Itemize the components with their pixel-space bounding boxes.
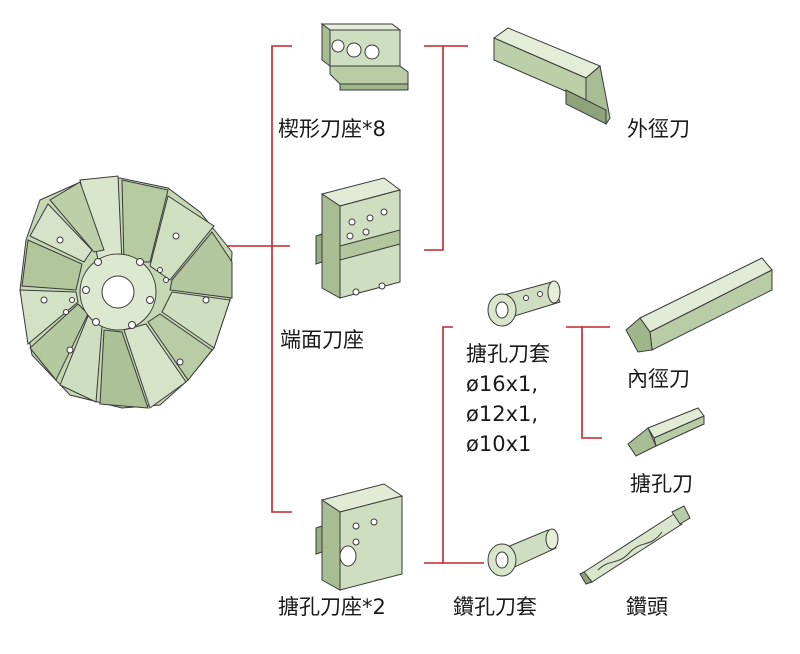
bracket-inner-tools: [566, 326, 602, 439]
inner-diameter-tool-icon: [625, 257, 773, 353]
label-boring-sleeve-size-16: ø16x1,: [466, 372, 539, 396]
bracket-outer-tool: [424, 45, 444, 251]
face-holder-icon: [315, 177, 402, 299]
boring-bar-icon: [627, 407, 705, 457]
boring-sleeve-spec: 搪孔刀套 ø16x1, ø12x1, ø10x1: [466, 339, 550, 459]
turret-disk-icon: [19, 175, 233, 409]
label-outer-tool: 外徑刀: [627, 117, 690, 141]
label-boring-sleeve-title: 搪孔刀套: [466, 342, 550, 366]
label-boring-holder: 搪孔刀座*2: [278, 595, 386, 619]
boring-sleeve-icon: [487, 280, 561, 327]
label-drill-sleeve: 鑽孔刀套: [453, 595, 537, 619]
bracket-holders: [271, 45, 292, 513]
drill-bit-icon: [579, 505, 691, 585]
label-boring-sleeve-size-10: ø10x1: [466, 432, 532, 456]
boring-holder-icon: [315, 483, 404, 591]
label-face-holder: 端面刀座: [280, 328, 364, 352]
label-drill-bit: 鑽頭: [626, 595, 668, 619]
drill-sleeve-icon: [487, 528, 559, 577]
connector-lines: [212, 45, 610, 564]
label-wedge-holder: 楔形刀座*8: [278, 117, 386, 141]
bracket-boring-holder: [442, 326, 453, 564]
label-boring-tool: 搪孔刀: [630, 472, 693, 496]
wedge-holder-icon: [320, 23, 409, 91]
label-boring-sleeve-size-12: ø12x1,: [466, 402, 539, 426]
label-inner-tool: 內徑刀: [627, 367, 690, 391]
outer-diameter-tool-icon: [492, 27, 611, 125]
